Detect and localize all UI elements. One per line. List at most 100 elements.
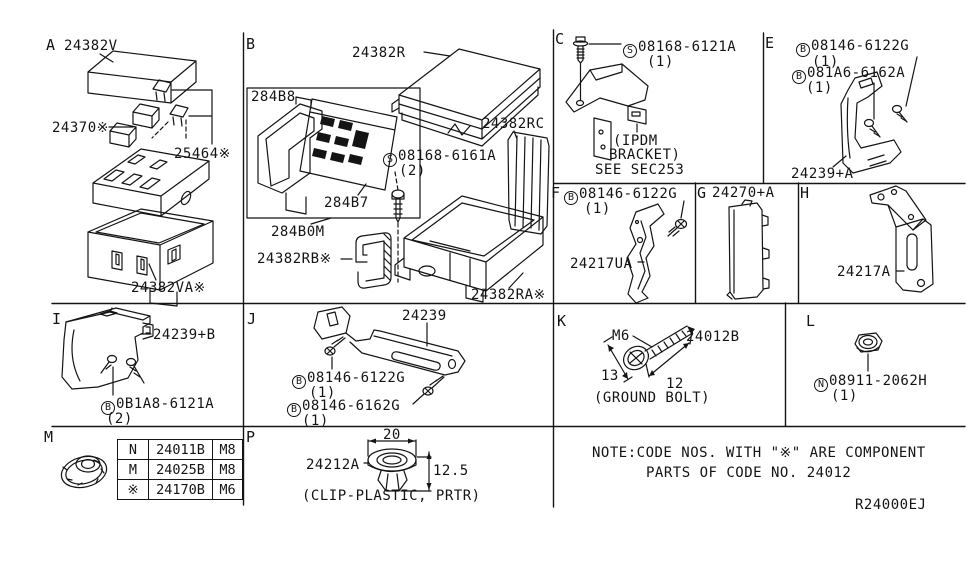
part-label-clip: 24212A (306, 457, 360, 473)
part-label-fuse: 24370※ (52, 120, 109, 136)
part-label-bracket: 24217UA (570, 256, 633, 272)
circled-s-icon: S (383, 153, 397, 167)
part-label-clip: 24382RB※ (257, 251, 332, 267)
section-f-drawing (626, 200, 688, 304)
part-label-bracket: 24239+A (791, 166, 854, 182)
circled-n-icon: N (814, 378, 828, 392)
section-letter-e: E (765, 34, 775, 52)
dimension-label: 13 (601, 368, 619, 384)
section-b-drawing (246, 48, 550, 303)
section-grid (51, 29, 966, 508)
fastener-qty: (2) (106, 411, 133, 427)
table-cell: N (117, 439, 149, 460)
part-label-cover: 24382R (352, 45, 406, 61)
section-e-drawing (832, 56, 918, 174)
section-i-drawing (61, 307, 154, 396)
thread-size-label: M6 (612, 328, 630, 344)
table-cell: ※ (117, 479, 149, 500)
section-letter-c: C (555, 30, 565, 48)
note-line-1: NOTE:CODE NOS. WITH "※" ARE COMPONENT (592, 445, 926, 461)
drawing-reference-code: R24000EJ (855, 497, 927, 513)
part-label-housing: 24382RA※ (471, 287, 546, 303)
dimension-label: 12 (666, 376, 684, 392)
section-letter-i: I (52, 310, 62, 328)
table-row: M 24025B M8 (117, 459, 243, 480)
dimension-label: 12.5 (433, 463, 469, 479)
fastener-qty: (1) (812, 54, 839, 70)
part-label-ground-bolt: 24012B (686, 329, 740, 345)
caption-bracket: BRACKET) (609, 147, 681, 163)
caption-clip: (CLIP-PLASTIC, PRTR) (302, 488, 481, 504)
section-k-drawing (603, 325, 695, 383)
circled-s-icon: S (623, 44, 637, 58)
section-letter-h: H (800, 184, 810, 202)
circled-b-icon: B (792, 70, 806, 84)
section-g-drawing (726, 199, 770, 300)
part-label-module-bottom: 284B7 (324, 195, 369, 211)
part-label-panel: 24382RC (482, 116, 545, 132)
section-letter-a: A (46, 36, 56, 54)
circled-b-icon: B (564, 191, 578, 205)
fastener-qty: (1) (302, 413, 329, 429)
part-label-cover-bottom: 24382VA※ (131, 280, 206, 296)
dimension-label: 20 (383, 427, 401, 443)
section-m-drawing (60, 455, 108, 489)
part-label-cover-top: 24382V (64, 38, 118, 54)
part-label-module-top: 284B8 (251, 89, 296, 105)
section-p-drawing (363, 438, 432, 492)
table-row: ※ 24170B M6 (117, 479, 243, 500)
fastener-qty: (1) (309, 385, 336, 401)
section-l-drawing (854, 332, 883, 372)
caption-ground-bolt: (GROUND BOLT) (594, 390, 711, 406)
table-row: N 24011B M8 (117, 439, 243, 460)
section-letter-p: P (246, 428, 256, 446)
caption-see-sec: SEE SEC253 (595, 162, 685, 178)
circled-b-icon: B (796, 43, 810, 57)
table-cell: 24025B (148, 459, 213, 480)
part-label-panel: 24270+A (712, 185, 775, 201)
part-label-bracket: 24239+B (153, 327, 216, 343)
table-cell: 24011B (148, 439, 213, 460)
table-cell: 24170B (148, 479, 213, 500)
table-cell: M (117, 459, 149, 480)
part-label-bracket: 24217A (837, 264, 891, 280)
circled-b-icon: B (292, 375, 306, 389)
section-letter-m: M (44, 428, 54, 446)
section-letter-f: F (551, 184, 561, 202)
section-letter-k: K (557, 312, 567, 330)
note-line-2: PARTS OF CODE NO. 24012 (646, 465, 852, 481)
circled-b-icon: B (101, 401, 115, 415)
section-letter-g: G (697, 184, 707, 202)
section-letter-b: B (246, 35, 256, 53)
fastener-qty: (1) (647, 54, 674, 70)
caption-ipdm: (IPDM (613, 133, 658, 149)
part-label-bracket: 24239 (402, 308, 447, 324)
nut-table: N 24011B M8 M 24025B M8 ※ 24170B M6 (117, 439, 243, 500)
section-letter-l: L (806, 312, 816, 330)
table-cell: M8 (212, 459, 243, 480)
fastener-qty: (1) (584, 201, 611, 217)
circled-b-icon: B (287, 403, 301, 417)
table-cell: M8 (212, 439, 243, 460)
section-j-drawing (313, 306, 466, 405)
fastener-qty: (1) (806, 80, 833, 96)
section-h-drawing (869, 185, 934, 293)
table-cell: M6 (212, 479, 243, 500)
fastener-qty: (2) (399, 163, 426, 179)
section-a-drawing (87, 50, 214, 307)
section-letter-j: J (247, 310, 257, 328)
fastener-qty: (1) (831, 388, 858, 404)
section-c-drawing (565, 36, 649, 161)
part-label-fuse2: 25464※ (174, 146, 231, 162)
